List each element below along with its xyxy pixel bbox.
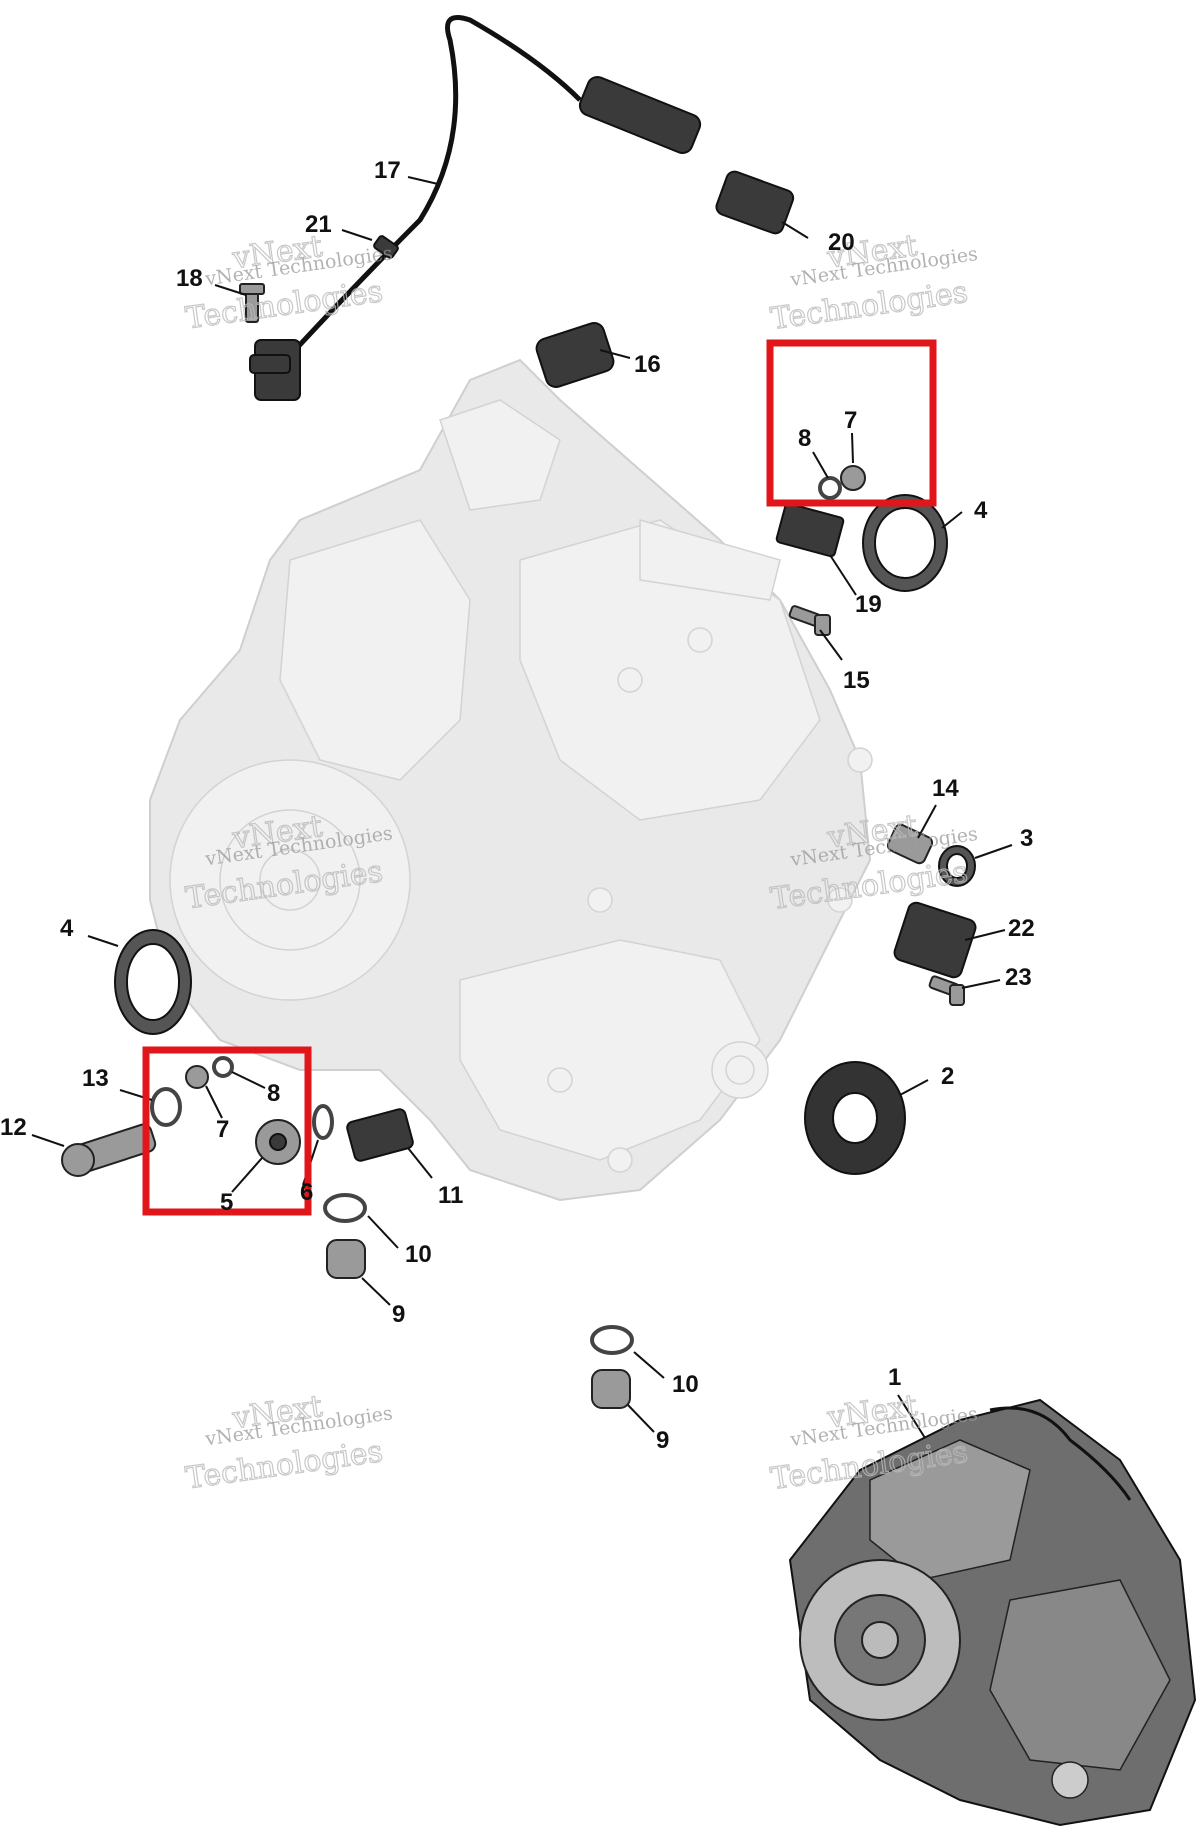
highlight-box-top <box>766 339 937 507</box>
callout-2: 2 <box>941 1063 954 1090</box>
callout-18: 18 <box>176 265 203 292</box>
callout-3: 3 <box>1020 825 1033 852</box>
plug-7-lower <box>185 1065 209 1089</box>
callout-13: 13 <box>82 1065 109 1092</box>
callout-17: 17 <box>374 157 401 184</box>
callout-1: 1 <box>888 1364 901 1391</box>
callout-labels: 17 21 18 20 16 7 8 4 19 15 14 3 22 23 4 … <box>0 157 1035 1454</box>
bolt-12 <box>61 1123 157 1177</box>
callout-16: 16 <box>634 351 661 378</box>
oring-8-top <box>818 476 842 500</box>
bolt-23 <box>928 975 965 1006</box>
oring-13 <box>150 1087 182 1127</box>
plug-9-b <box>591 1369 631 1409</box>
sensor-22 <box>893 901 977 979</box>
oring-6 <box>312 1104 334 1140</box>
callout-21: 21 <box>305 211 332 238</box>
bolt-15 <box>788 605 831 636</box>
sensor-16 <box>535 322 615 388</box>
clip-21 <box>373 235 399 259</box>
plug-7-top <box>840 465 866 491</box>
callout-7-top: 7 <box>844 407 857 434</box>
bracket-19 <box>775 502 845 558</box>
seal-4-top <box>862 494 948 592</box>
callout-7-lower: 7 <box>216 1116 229 1143</box>
plug-9-a <box>326 1239 366 1279</box>
callout-20: 20 <box>828 229 855 256</box>
callout-15: 15 <box>843 667 870 694</box>
gearbox-housing-ghost <box>149 358 873 1202</box>
callout-4-left: 4 <box>60 915 74 942</box>
callout-9-b: 9 <box>656 1427 669 1454</box>
callout-22: 22 <box>1008 915 1035 942</box>
washer-10-a <box>323 1193 367 1223</box>
callout-8-lower: 8 <box>267 1080 280 1107</box>
callout-23: 23 <box>1005 964 1032 991</box>
seal-4-left <box>114 929 192 1035</box>
oring-8-lower <box>212 1056 234 1078</box>
callout-12: 12 <box>0 1114 27 1141</box>
sensor-harness-17 <box>249 15 702 401</box>
callout-10-a: 10 <box>405 1241 432 1268</box>
washer-10-b <box>590 1325 634 1355</box>
callout-19: 19 <box>855 591 882 618</box>
callout-4-top: 4 <box>974 497 988 524</box>
callout-5: 5 <box>220 1189 233 1216</box>
seal-2 <box>804 1061 906 1175</box>
callout-8-top: 8 <box>798 425 811 452</box>
callout-11: 11 <box>438 1182 463 1209</box>
watermark-top-left: vNext vNext Technologies Technologies <box>183 228 394 337</box>
callout-10-b: 10 <box>672 1371 699 1398</box>
connector-20 <box>715 170 795 235</box>
screw-18 <box>239 283 265 323</box>
plug-5-center <box>269 1133 287 1151</box>
callout-14: 14 <box>932 775 959 802</box>
gearbox-assembly-1 <box>788 1398 1197 1827</box>
watermark-low-left: vNext vNext Technologies Technologies <box>183 1388 394 1497</box>
ring-3 <box>938 845 976 887</box>
sensor-11 <box>346 1108 414 1162</box>
watermark-top-right: vNext vNext Technologies Technologies <box>768 228 979 338</box>
highlight-box-lower <box>142 1046 312 1216</box>
callout-6: 6 <box>300 1179 313 1206</box>
callout-9-a: 9 <box>392 1301 405 1328</box>
